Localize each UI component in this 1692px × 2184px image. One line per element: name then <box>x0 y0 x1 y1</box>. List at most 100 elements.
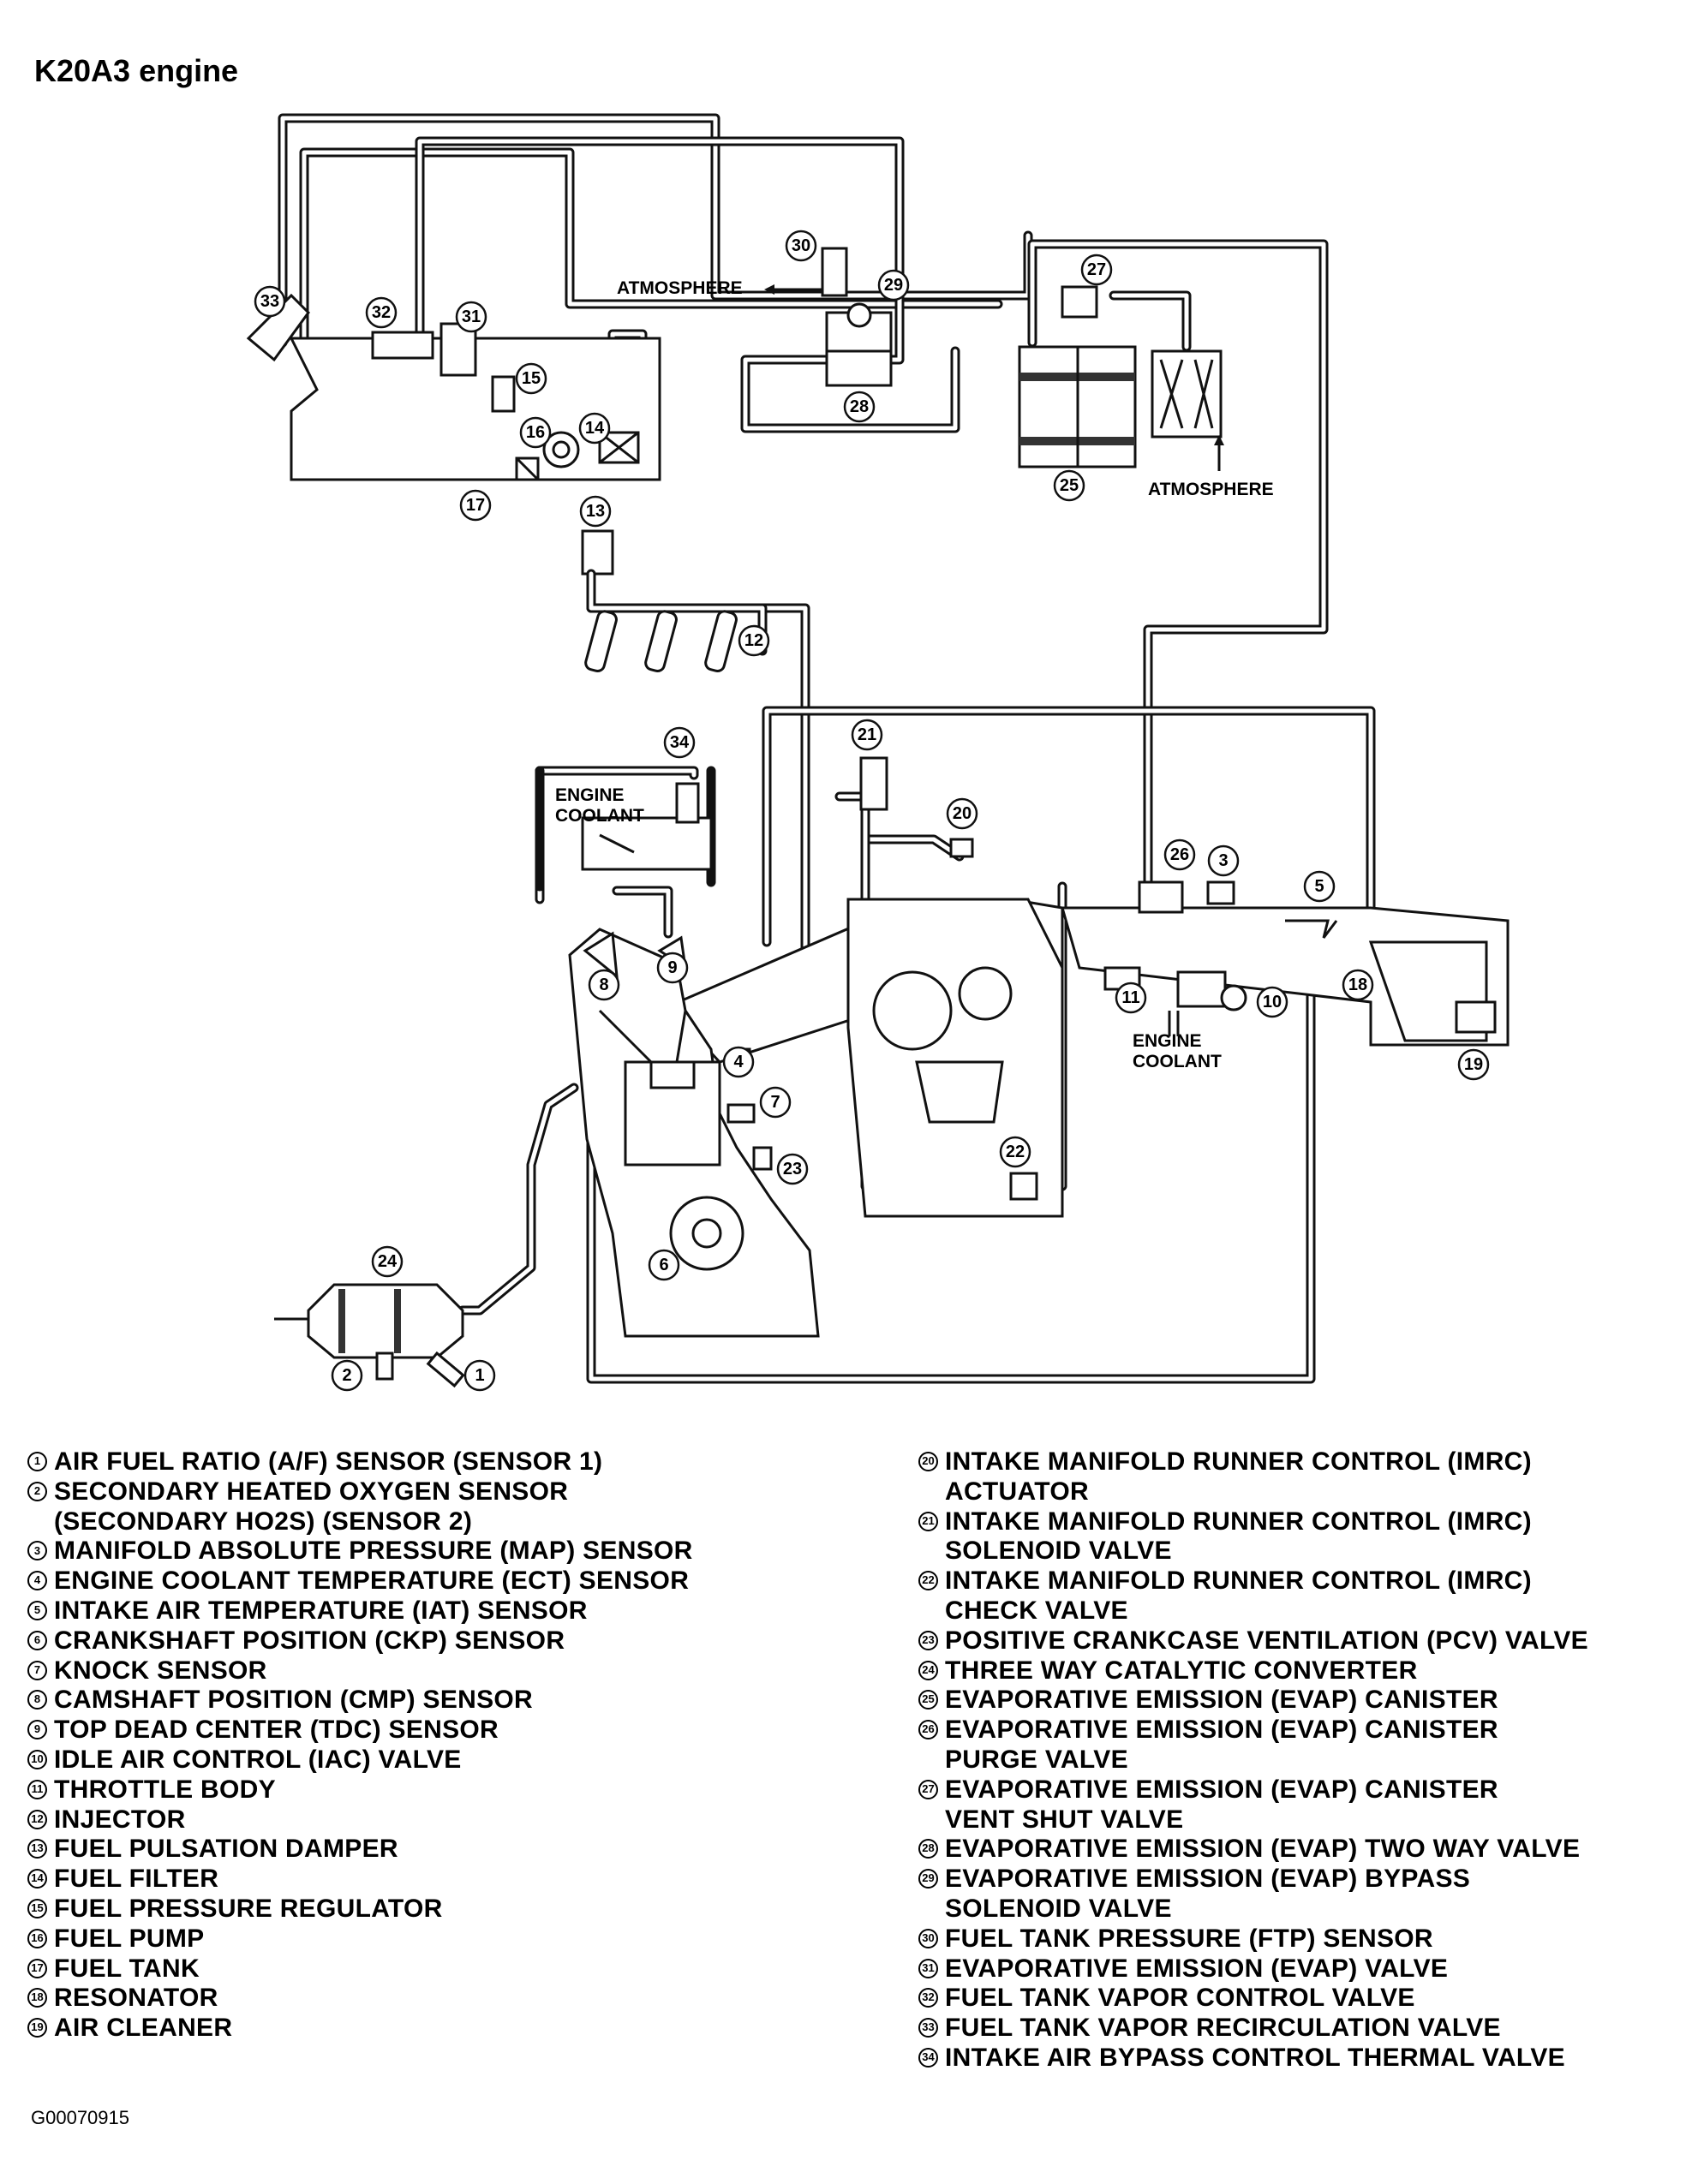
legend-number: 32 <box>918 1988 938 2008</box>
callout-number: 32 <box>372 303 391 322</box>
callout-29: 29 <box>877 269 910 301</box>
callout-number: 3 <box>1218 851 1228 870</box>
atmosphere-arrow-top <box>764 284 822 295</box>
fuel-tank <box>246 293 661 481</box>
legend-item-10: 10 IDLE AIR CONTROL (IAC) VALVE <box>27 1745 901 1775</box>
legend-number: 33 <box>918 2018 938 2038</box>
sensors <box>675 756 1247 1201</box>
callout-number: 7 <box>770 1093 780 1112</box>
callout-number: 14 <box>585 419 605 438</box>
callout-number: 1 <box>475 1366 484 1385</box>
legend-number: 19 <box>27 2018 47 2038</box>
legend-text: FUEL TANK VAPOR RECIRCULATION VALVE <box>945 2014 1501 2043</box>
legend-item-31: 31 EVAPORATIVE EMISSION (EVAP) VALVE <box>918 1954 1672 1984</box>
legend-number: 10 <box>27 1749 47 1769</box>
callout-3: 3 <box>1207 844 1240 877</box>
callout-10: 10 <box>1256 986 1288 1018</box>
legend-text: AIR FUEL RATIO (A/F) SENSOR (SENSOR 1) <box>54 1447 603 1476</box>
legend-number: 7 <box>27 1660 47 1680</box>
callout-number: 18 <box>1348 976 1367 994</box>
legend-number: 16 <box>27 1928 47 1948</box>
legend-number: 30 <box>918 1928 938 1948</box>
callout-number: 34 <box>670 733 690 752</box>
legend-item-33: 33 FUEL TANK VAPOR RECIRCULATION VALVE <box>918 2014 1672 2044</box>
callout-15: 15 <box>515 362 547 395</box>
legend-text: INJECTOR <box>54 1805 186 1834</box>
callout-25: 25 <box>1053 469 1085 502</box>
callout-11: 11 <box>1115 982 1147 1014</box>
callout-32: 32 <box>365 296 398 329</box>
callout-number: 25 <box>1060 476 1079 495</box>
legend-number: 31 <box>918 1958 938 1978</box>
callout-number: 31 <box>462 307 481 326</box>
diagram-title: K20A3 engine <box>34 53 239 88</box>
callout-19: 19 <box>1457 1048 1490 1081</box>
callout-24: 24 <box>371 1245 404 1278</box>
legend-number: 8 <box>27 1690 47 1710</box>
legend-number: 17 <box>27 1958 47 1978</box>
legend-text: THREE WAY CATALYTIC CONVERTER <box>945 1656 1418 1685</box>
legend-text: ENGINE COOLANT TEMPERATURE (ECT) SENSOR <box>54 1566 690 1596</box>
legend-item-8: 8 CAMSHAFT POSITION (CMP) SENSOR <box>27 1686 901 1716</box>
legend-left-column: 1 AIR FUEL RATIO (A/F) SENSOR (SENSOR 1) 2… <box>27 1447 901 2044</box>
callout-number: 5 <box>1314 877 1324 896</box>
callout-21: 21 <box>851 719 883 751</box>
legend-text: EVAPORATIVE EMISSION (EVAP) CANISTER VEN… <box>945 1775 1498 1834</box>
legend-text: SECONDARY HEATED OXYGEN SENSOR (SECONDAR… <box>54 1477 569 1536</box>
legend-number: 1 <box>27 1452 47 1471</box>
legend-text: FUEL TANK VAPOR CONTROL VALVE <box>945 1984 1415 2013</box>
callout-number: 29 <box>884 276 903 295</box>
engine-coolant-arrow <box>1168 1011 1180 1036</box>
legend-item-23: 23 POSITIVE CRANKCASE VENTILATION (PCV) V… <box>918 1626 1672 1656</box>
callout-20: 20 <box>946 797 978 830</box>
callout-28: 28 <box>843 391 876 423</box>
legend-number: 15 <box>27 1898 47 1918</box>
legend-number: 3 <box>27 1541 47 1561</box>
callout-number: 11 <box>1121 988 1139 1007</box>
legend-number: 22 <box>918 1571 938 1591</box>
callout-33: 33 <box>254 285 286 318</box>
legend-number: 20 <box>918 1452 938 1471</box>
callout-23: 23 <box>776 1153 809 1185</box>
callout-7: 7 <box>759 1086 792 1119</box>
legend-number: 23 <box>918 1630 938 1650</box>
legend-text: CAMSHAFT POSITION (CMP) SENSOR <box>54 1686 534 1715</box>
legend-number: 29 <box>918 1869 938 1889</box>
legend-text: INTAKE AIR TEMPERATURE (IAT) SENSOR <box>54 1596 588 1625</box>
legend-text: EVAPORATIVE EMISSION (EVAP) VALVE <box>945 1954 1449 1983</box>
callout-number: 27 <box>1087 260 1106 279</box>
atmosphere-label-right: ATMOSPHERE <box>1148 480 1274 499</box>
legend-number: 2 <box>27 1481 47 1501</box>
callout-number: 10 <box>1263 993 1282 1011</box>
callout-number: 26 <box>1170 845 1189 864</box>
callout-13: 13 <box>579 495 612 528</box>
callout-8: 8 <box>588 969 620 1001</box>
legend-text: IDLE AIR CONTROL (IAC) VALVE <box>54 1745 462 1774</box>
callout-14: 14 <box>578 412 611 445</box>
callout-number: 8 <box>599 976 608 994</box>
legend-text: POSITIVE CRANKCASE VENTILATION (PCV) VAL… <box>945 1626 1588 1655</box>
legend-text: EVAPORATIVE EMISSION (EVAP) CANISTER PUR… <box>945 1716 1498 1774</box>
callout-number: 2 <box>342 1366 351 1385</box>
callout-26: 26 <box>1163 838 1196 871</box>
legend-number: 28 <box>918 1839 938 1859</box>
callout-number: 16 <box>526 423 545 442</box>
callout-number: 12 <box>744 631 763 650</box>
